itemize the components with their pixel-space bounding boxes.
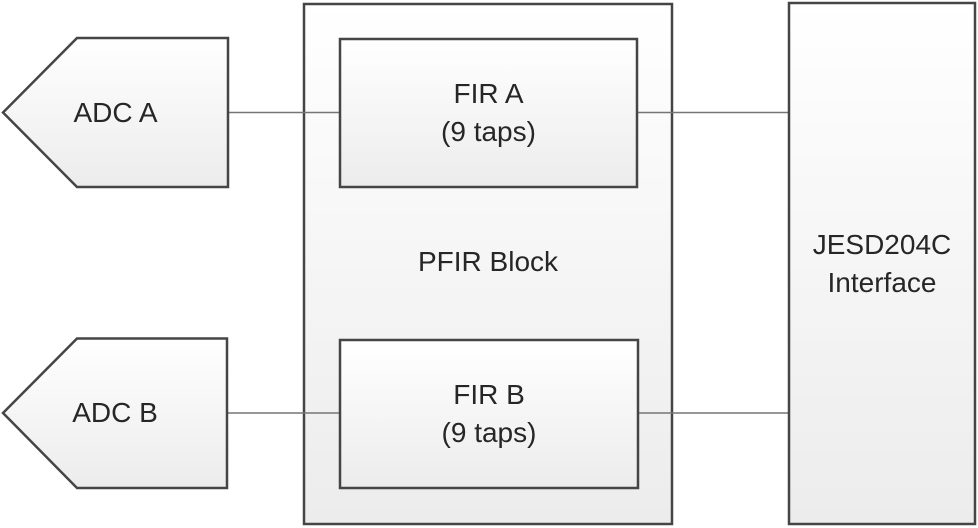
jesd204c-interface-box xyxy=(787,1,977,526)
fir-a-box xyxy=(338,37,639,189)
fir-b-box xyxy=(338,338,640,490)
adc-a-shape xyxy=(1,36,230,189)
adc-b-shape xyxy=(1,337,229,490)
